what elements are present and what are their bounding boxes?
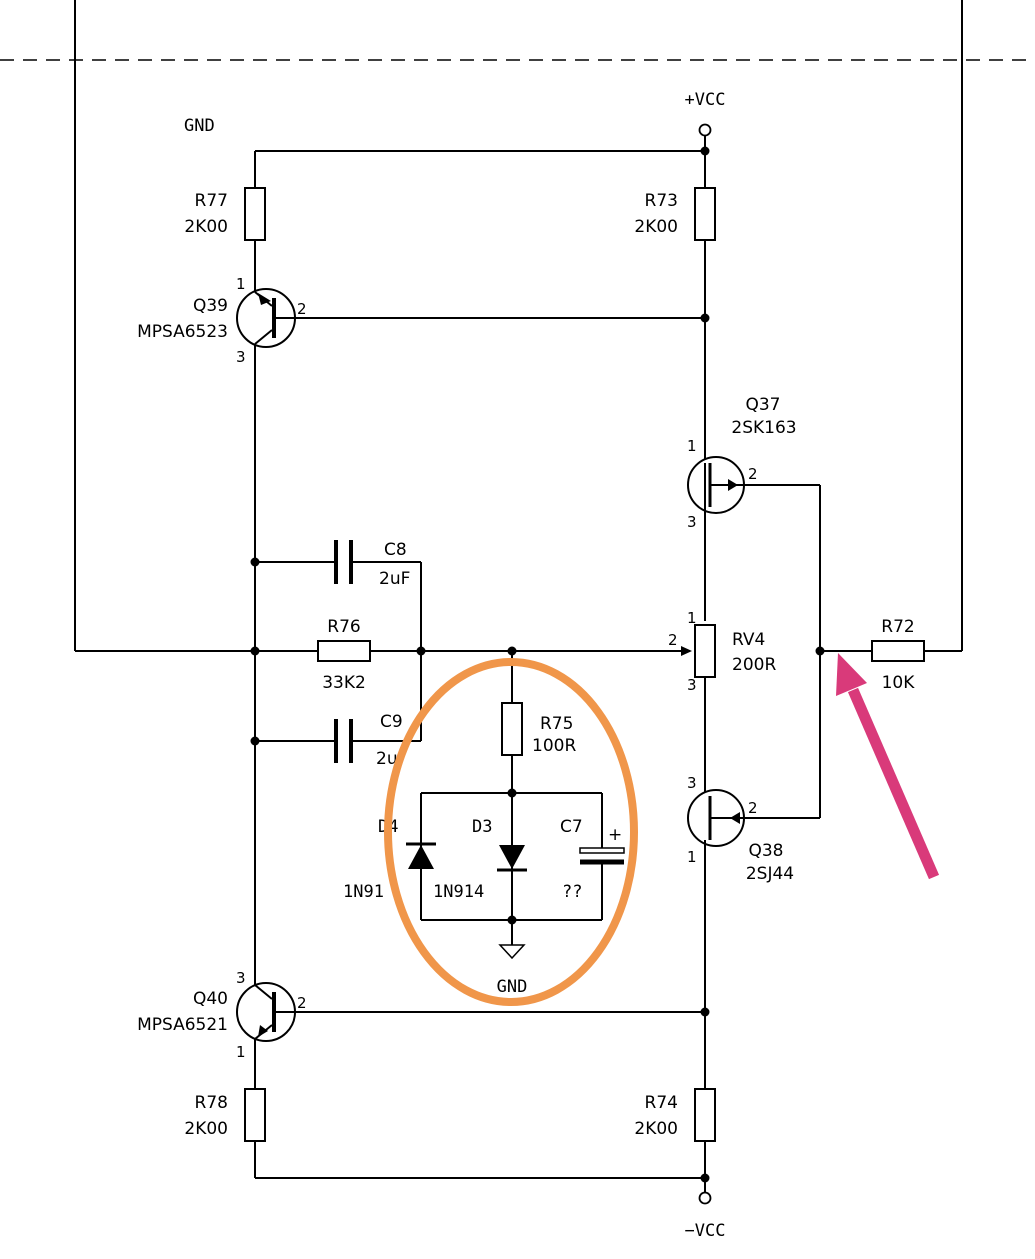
q37-pin1: 1: [687, 437, 697, 455]
d4-value: 1N91: [343, 882, 384, 902]
transistor-q39-pnp: [236, 288, 705, 985]
r74-ref: R74: [645, 1093, 678, 1113]
r72-ref: R72: [881, 617, 914, 637]
potentiometer-rv4: [681, 624, 716, 795]
r77-ref: R77: [195, 191, 228, 211]
r78-ref: R78: [195, 1093, 228, 1113]
q39-pin2: 2: [297, 300, 307, 318]
r75-value: 100R: [532, 736, 576, 756]
q39-ref: Q39: [193, 296, 228, 316]
transistor-q38-pjfet: [687, 789, 820, 1090]
r77-value: 2K00: [184, 217, 228, 237]
d3-ref: D3: [472, 817, 492, 837]
highlight-ellipse: [384, 658, 638, 1006]
q37-value: 2SK163: [731, 418, 796, 438]
rv4-pin3: 3: [687, 676, 697, 694]
vcc-negative-label: −VCC: [685, 1221, 726, 1241]
r73-value: 2K00: [634, 217, 678, 237]
q39-pin1: 1: [236, 275, 246, 293]
q37-ref: Q37: [745, 395, 780, 415]
q39-value: MPSA6523: [137, 322, 228, 342]
q40-pin2: 2: [297, 994, 307, 1012]
resistor-r77: [244, 151, 266, 292]
c9-value: 2u: [376, 749, 398, 769]
q40-pin3: 3: [236, 969, 246, 987]
c9-ref: C9: [380, 712, 403, 732]
r74-value: 2K00: [634, 1119, 678, 1139]
annotation-arrow: [836, 653, 940, 880]
c8-ref: C8: [384, 540, 407, 560]
q40-pin1: 1: [236, 1043, 246, 1061]
transistor-q40-npn: [236, 982, 710, 1089]
q37-pin2: 2: [748, 465, 758, 483]
r76-ref: R76: [327, 617, 360, 637]
q38-pin1: 1: [687, 848, 697, 866]
vcc-positive-rail: [255, 123, 712, 156]
q38-pin2: 2: [748, 799, 758, 817]
q38-ref: Q38: [748, 841, 783, 861]
q39-pin3: 3: [236, 348, 246, 366]
vcc-positive-label: +VCC: [685, 90, 726, 110]
q40-ref: Q40: [193, 989, 228, 1009]
r73-ref: R73: [645, 191, 678, 211]
rv4-pin1: 1: [687, 609, 697, 627]
c7-ref: C7: [560, 817, 583, 837]
gnd-label-bottom: GND: [497, 977, 528, 997]
r78-value: 2K00: [184, 1119, 228, 1139]
transistor-q37-njfet: [687, 456, 821, 818]
rv4-ref: RV4: [732, 630, 765, 650]
resistor-r74: [694, 1088, 716, 1192]
r72-value: 10K: [882, 673, 916, 693]
vcc-negative-terminal: [698, 1191, 712, 1205]
capacitor-c7-polarized: [579, 847, 625, 865]
r75-ref: R75: [540, 714, 573, 734]
c7-polarity: +: [608, 825, 622, 845]
diode-d4: [406, 842, 436, 869]
ground-symbol: [498, 944, 526, 960]
resistor-r76: [255, 640, 690, 662]
q40-value: MPSA6521: [137, 1015, 228, 1035]
q38-value: 2SJ44: [746, 864, 794, 884]
q38-pin3: 3: [687, 774, 697, 792]
r76-value: 33K2: [322, 673, 366, 693]
rv4-value: 200R: [732, 655, 776, 675]
gnd-label-top: GND: [184, 116, 215, 136]
feedback-loop-wire: [74, 0, 963, 652]
d3-value: 1N914: [433, 882, 484, 902]
resistor-r73: [694, 151, 716, 463]
rv4-pin2: 2: [668, 631, 678, 649]
diode-d3: [497, 845, 527, 872]
q37-pin3: 3: [687, 513, 697, 531]
resistor-r75: [501, 651, 523, 798]
resistor-r78: [244, 1088, 705, 1179]
c8-value: 2uF: [379, 569, 410, 589]
resistor-r72: [815, 640, 925, 662]
c7-value: ??: [562, 882, 582, 902]
